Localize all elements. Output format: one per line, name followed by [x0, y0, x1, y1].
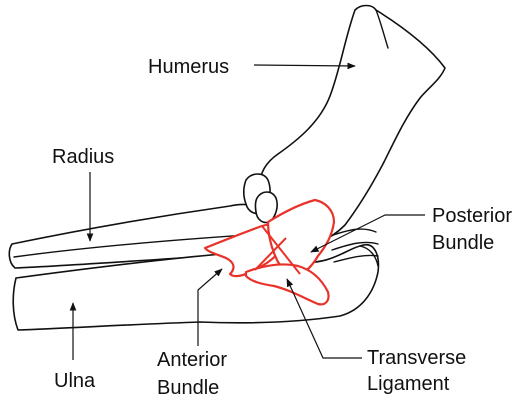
transverse-ligament-label-line2: Ligament	[367, 373, 450, 395]
humerus-label: Humerus	[148, 56, 229, 78]
anterior-bundle-label-line2: Bundle	[157, 377, 219, 399]
posterior-bundle-label-line1: Posterior	[432, 205, 512, 227]
radius-label: Radius	[52, 146, 114, 168]
ulna-label: Ulna	[54, 370, 96, 392]
anterior-bundle-label-line1: Anterior	[157, 349, 227, 371]
posterior-bundle-label-line2: Bundle	[432, 232, 494, 254]
transverse-ligament-label-line1: Transverse	[367, 347, 466, 369]
humerus-bone	[260, 6, 445, 245]
